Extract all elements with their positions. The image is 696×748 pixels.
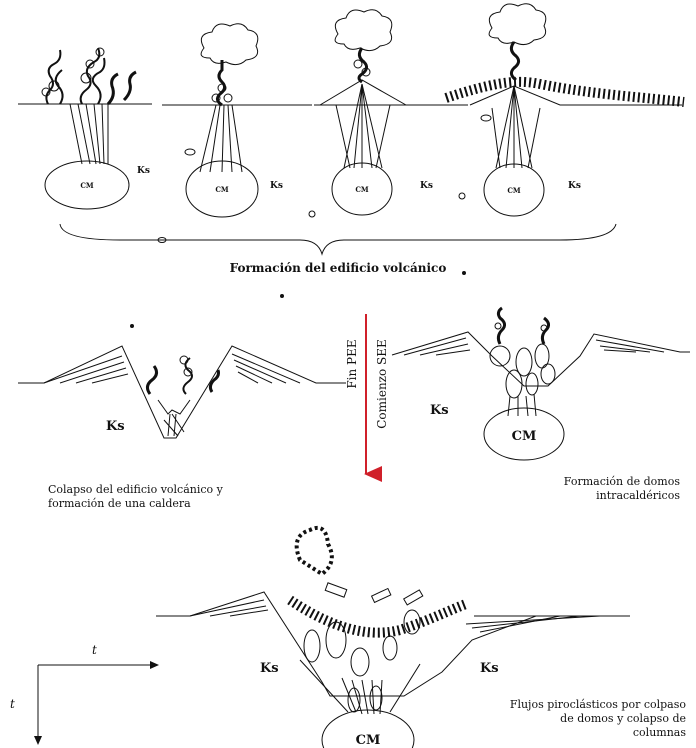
time-axes (38, 665, 158, 744)
stage3-domes (392, 272, 690, 461)
stage1-panel-2 (162, 24, 312, 217)
chamber-label-stage3: CM (512, 429, 537, 444)
stage1-caption: Formación del edificio volcánico (230, 261, 447, 275)
stage4-labels: Ks Ks CM Flujos piroclásticos por colpas… (260, 661, 686, 748)
time-label-vertical: t (10, 697, 15, 711)
chamber-label-stage4: CM (356, 733, 381, 748)
chamber-label-1: CM (80, 181, 94, 190)
rock-label-stage2: Ks (106, 419, 125, 434)
chamber-label-4: CM (507, 186, 521, 195)
transition-arrow: Fin PEE Comienzo SEE (345, 314, 389, 474)
stage1-panel-3 (309, 10, 468, 217)
rock-label-3: Ks (420, 181, 433, 191)
stage1-labels: CM CM CM CM Ks Ks Ks Ks Formación del ed… (80, 166, 581, 275)
stage4-flows (156, 528, 630, 748)
chamber-label-2: CM (215, 185, 229, 194)
stage1-brace (60, 224, 616, 254)
rock-label-1: Ks (137, 166, 150, 176)
chamber-label-3: CM (355, 185, 369, 194)
rock-label-stage3: Ks (430, 403, 449, 418)
transition-label-end: Fin PEE (345, 339, 359, 388)
rock-label-stage4-left: Ks (260, 661, 279, 676)
stage4-caption-line1: Flujos piroclásticos por colpaso (510, 698, 687, 711)
stage4-caption-line2: de domos y colapso de (560, 712, 686, 725)
transition-label-start: Comienzo SEE (375, 339, 389, 429)
stage4-caption-line3: columnas (633, 726, 686, 739)
stage2-labels: Ks Colapso del edificio volcánico y form… (48, 419, 224, 510)
rock-label-2: Ks (270, 181, 283, 191)
stage3-caption-line2: intracaldéricos (596, 489, 680, 502)
stage1-panels (18, 4, 684, 254)
rock-label-4: Ks (568, 181, 581, 191)
stage2-caption-line1: Colapso del edificio volcánico y (48, 483, 224, 496)
rock-label-stage4-right: Ks (480, 661, 499, 676)
stage1-panel-4 (446, 4, 684, 216)
stage2-caldera (18, 295, 346, 439)
stage2-caption-line2: formación de una caldera (48, 497, 191, 510)
stage3-caption-line1: Formación de domos (564, 475, 681, 488)
time-label-horizontal: t (92, 643, 97, 657)
